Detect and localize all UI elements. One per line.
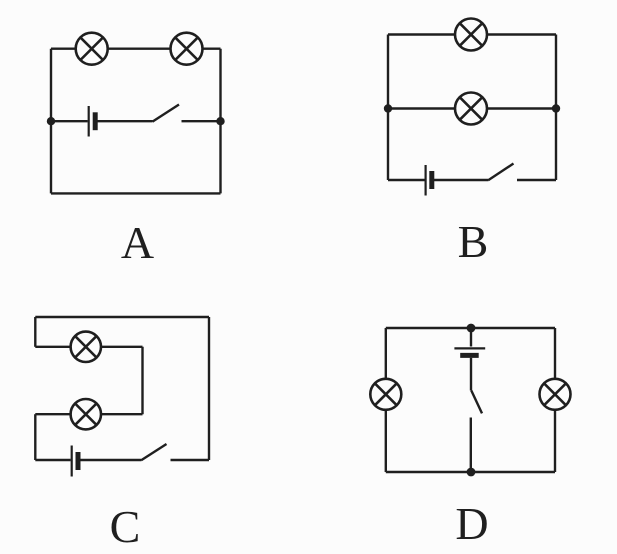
svg-text:C: C — [110, 501, 141, 552]
svg-text:A: A — [121, 217, 154, 268]
svg-text:B: B — [458, 216, 489, 267]
svg-text:D: D — [455, 498, 488, 549]
